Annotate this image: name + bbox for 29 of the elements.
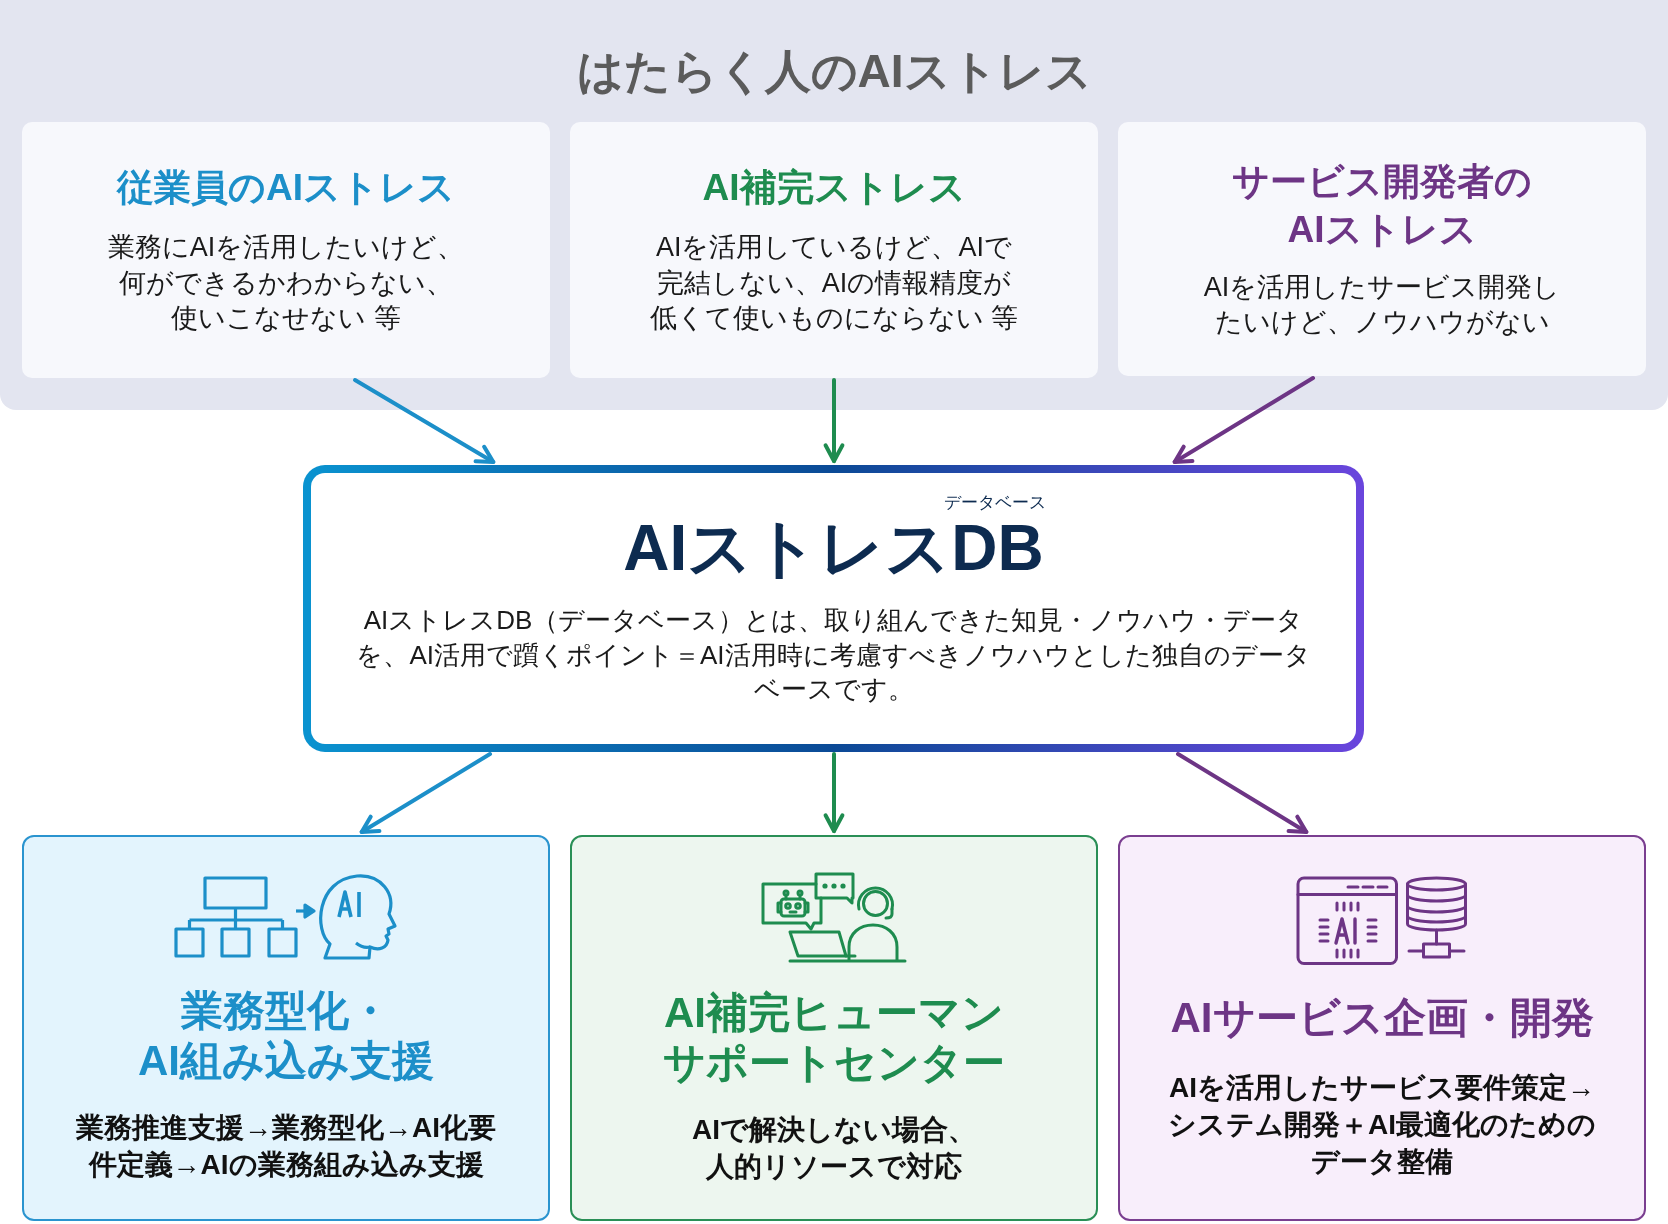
arrow <box>353 378 496 465</box>
card-title: サービス開発者のAIストレス <box>1231 159 1533 252</box>
header-panel <box>0 0 1668 410</box>
arrow <box>823 378 845 464</box>
card-text: AIを活用したサービス要件策定→システム開発＋AI最適化のためのデータ整備 <box>1167 1070 1597 1179</box>
card <box>22 835 550 1221</box>
card <box>22 122 550 378</box>
card-text: AIで解決しない場合、人的リソースで対応 <box>691 1113 977 1185</box>
ruby-annotation: データベース <box>943 493 1046 514</box>
arrow <box>823 752 845 834</box>
card <box>1118 835 1646 1221</box>
arrow <box>1176 752 1309 835</box>
card-text: 業務にAIを活用したいけど、何ができるかわからない、使いこなせない 等 <box>106 231 466 335</box>
card-text: AIを活用しているけど、AIで完結しない、AIの情報精度が低くて使いものにならない 等 <box>648 231 1020 335</box>
card-title: 業務型化・AI組み込み支援 <box>137 985 435 1087</box>
card-title: AI補完ヒューマンサポートセンター <box>662 987 1006 1089</box>
card-text: 業務推進支援→業務型化→AI化要件定義→AIの業務組み込み支援 <box>75 1111 497 1183</box>
main-title: AIストレスDB <box>623 511 1044 587</box>
arrow <box>359 752 492 835</box>
card <box>1118 122 1646 376</box>
arrow <box>1172 376 1315 465</box>
card-text: AIを活用したサービス開発したいけど、ノウハウがない <box>1202 271 1562 340</box>
card <box>570 122 1098 378</box>
card <box>570 835 1098 1221</box>
card-title: AIサービス企画・開発 <box>1170 993 1594 1044</box>
description-text: AIストレスDB（データベース）とは、取り組んできた知見・ノウハウ・データを、AI活用で躓くポイント＝AI活用時に考慮すべきノウハウとした独自のデータベースです。 <box>355 604 1312 707</box>
card-title: AI補完ストレス <box>702 166 966 211</box>
card-title: 従業員のAIストレス <box>117 166 455 211</box>
panel-title: はたらく人のAIストレス <box>576 44 1092 99</box>
